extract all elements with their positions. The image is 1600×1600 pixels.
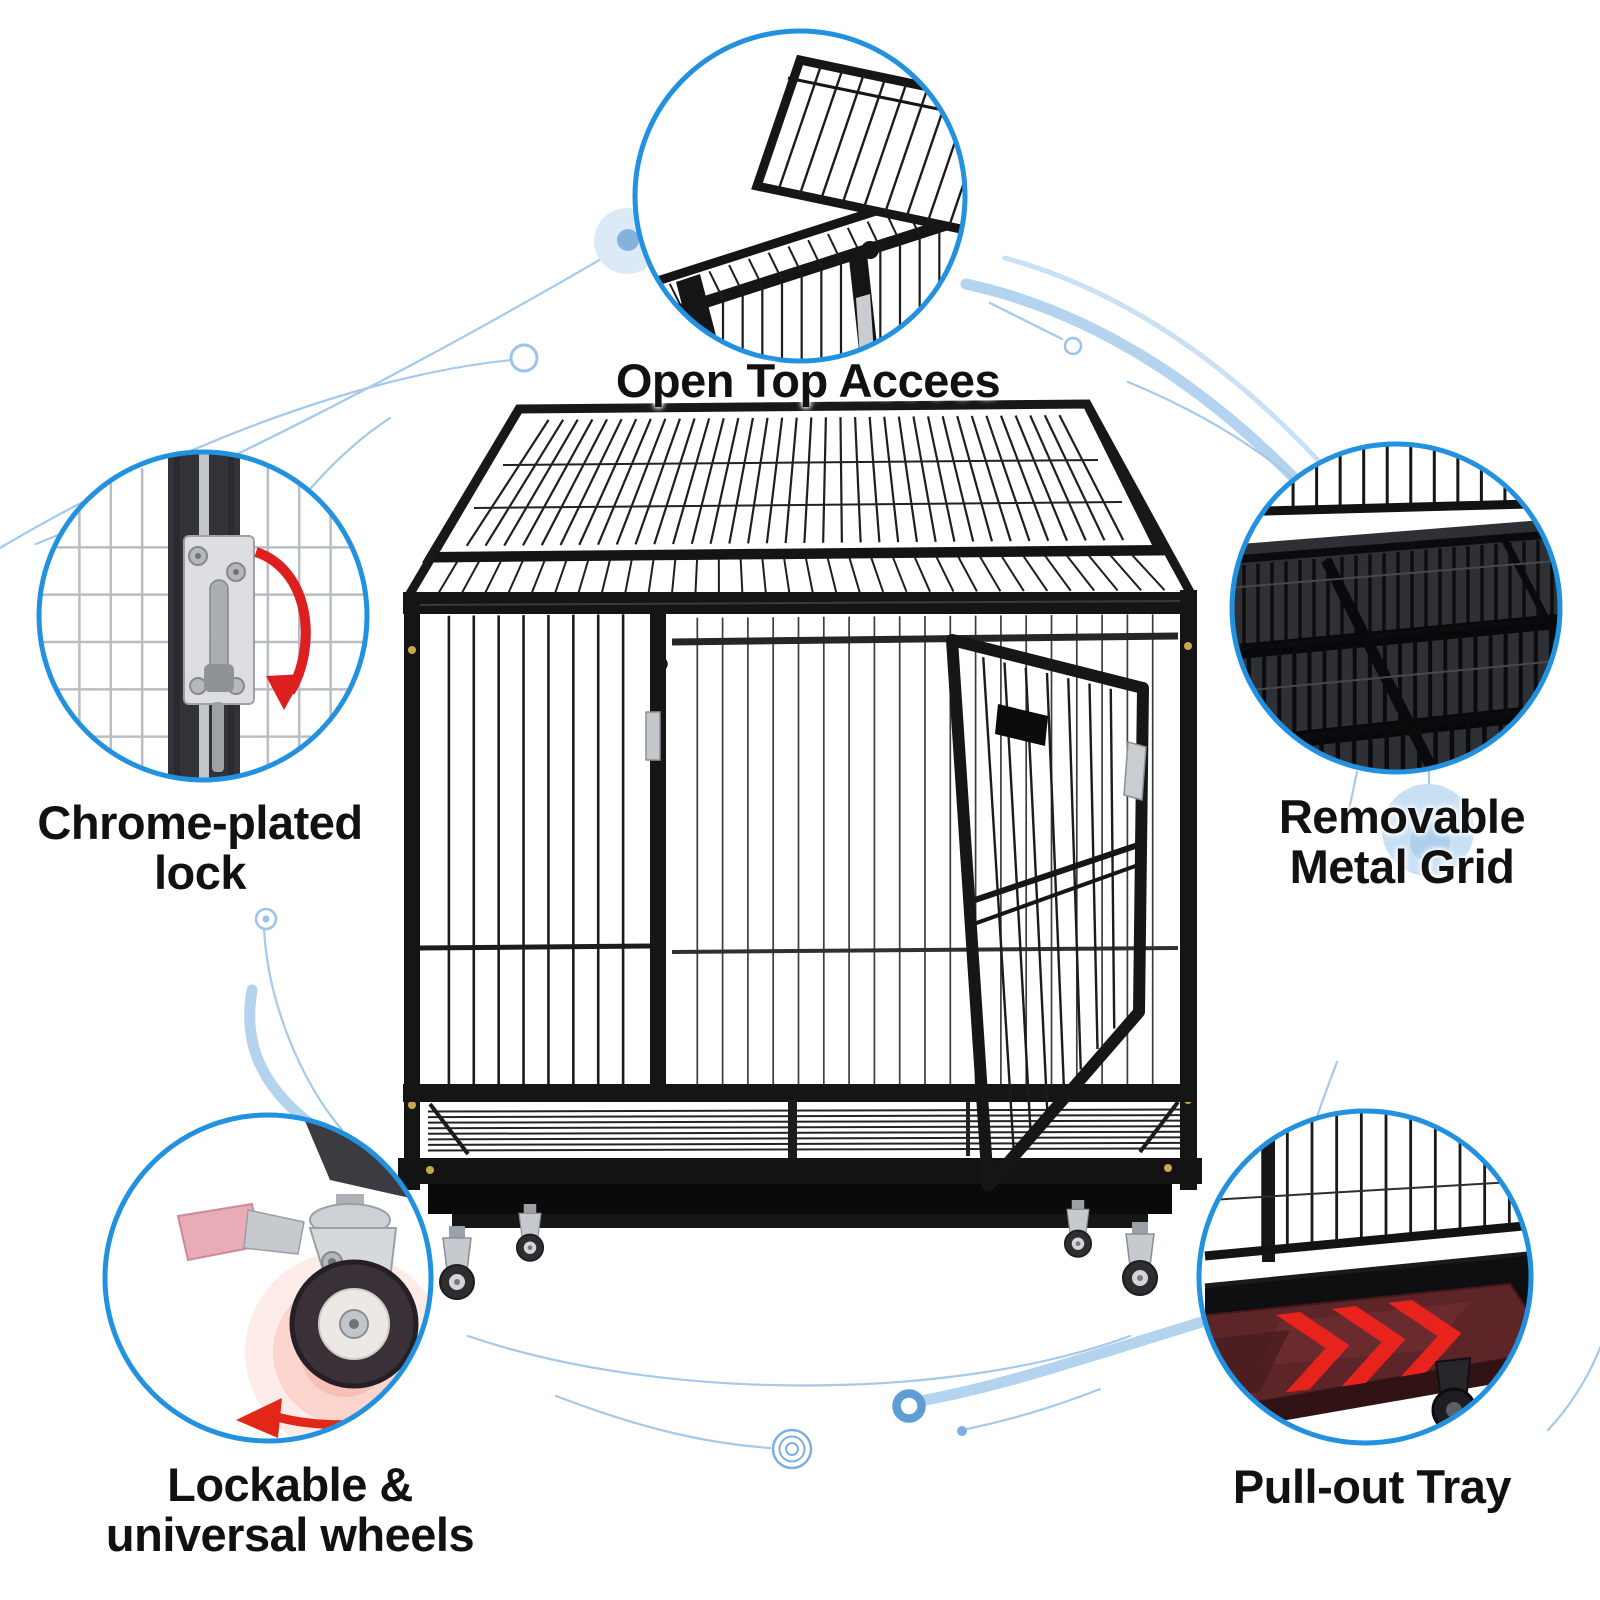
callout-circle-wheels xyxy=(102,1112,434,1444)
label-open-top-access: Open Top Accees xyxy=(615,354,1001,407)
donut-icon xyxy=(892,1389,926,1423)
caster-wheel xyxy=(439,1225,475,1300)
pull-out-tray-icon xyxy=(1199,1282,1531,1428)
callout-circle-tray xyxy=(1196,1108,1534,1446)
dog-crate-illustration xyxy=(398,399,1202,1300)
door-latch xyxy=(1123,741,1147,801)
caster-wheel-icon xyxy=(176,1194,419,1389)
curved-red-arrow-icon xyxy=(254,547,311,710)
label-removable-metal-grid: Removable Metal Grid xyxy=(1278,790,1526,893)
label-lockable-universal-wheels: Lockable & universal wheels xyxy=(105,1458,475,1561)
small-ring-icon xyxy=(1063,336,1083,356)
label-pull-out-tray: Pull-out Tray xyxy=(1232,1460,1512,1513)
small-ring-icon xyxy=(509,343,539,373)
caster-wheel xyxy=(1122,1221,1158,1296)
dot-icon xyxy=(957,1426,967,1436)
callout-circle-grid xyxy=(1229,441,1563,775)
open-door xyxy=(946,634,1149,1192)
callout-circle-lock xyxy=(36,449,370,783)
chrome-lock-icon xyxy=(183,535,255,772)
door-handle xyxy=(995,704,1048,746)
label-chrome-plated-lock: Chrome-plated lock xyxy=(37,796,363,899)
double-ring-icon xyxy=(254,907,278,931)
target-rings-icon xyxy=(771,1428,813,1470)
